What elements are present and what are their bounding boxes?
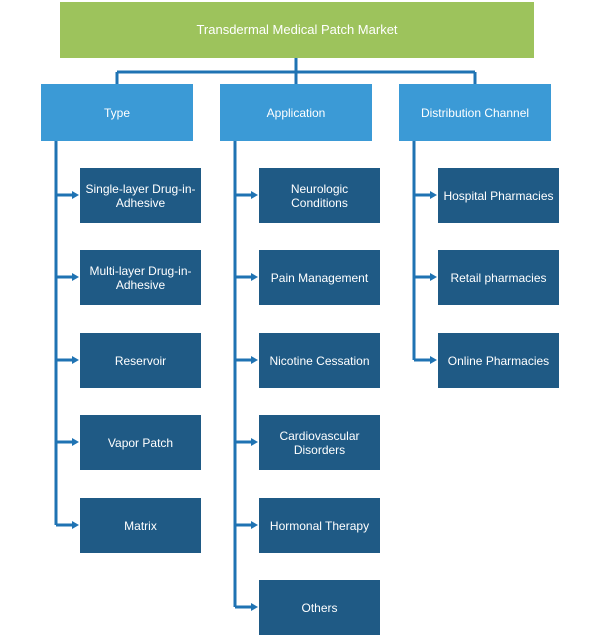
application-item: Cardiovascular Disorders <box>259 415 380 470</box>
application-item: Others <box>259 580 380 635</box>
application-item: Hormonal Therapy <box>259 498 380 553</box>
application-item: Nicotine Cessation <box>259 333 380 388</box>
type-item: Matrix <box>80 498 201 553</box>
distribution-item: Retail pharmacies <box>438 250 559 305</box>
type-item: Vapor Patch <box>80 415 201 470</box>
category-distribution-channel: Distribution Channel <box>399 84 551 141</box>
distribution-item: Hospital Pharmacies <box>438 168 559 223</box>
category-type: Type <box>41 84 193 141</box>
application-item: Neurologic Conditions <box>259 168 380 223</box>
type-item: Multi-layer Drug-in-Adhesive <box>80 250 201 305</box>
type-item: Single-layer Drug-in-Adhesive <box>80 168 201 223</box>
root-node: Transdermal Medical Patch Market <box>60 2 534 58</box>
application-item: Pain Management <box>259 250 380 305</box>
distribution-item: Online Pharmacies <box>438 333 559 388</box>
type-item: Reservoir <box>80 333 201 388</box>
category-application: Application <box>220 84 372 141</box>
